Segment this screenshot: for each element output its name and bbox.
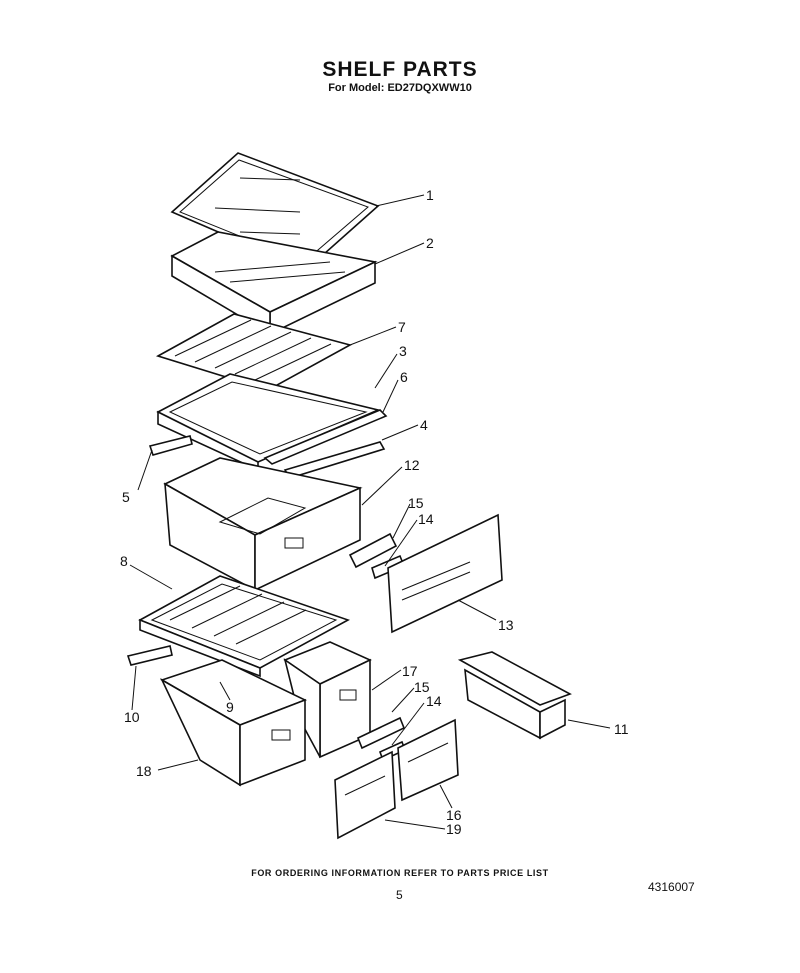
- callout-4: 4: [420, 417, 428, 433]
- shelf-frame-part: [170, 231, 378, 336]
- callout-19: 19: [446, 821, 462, 837]
- callout-1: 1: [426, 187, 434, 203]
- left-lower-pan-part: [160, 659, 308, 787]
- model-subtitle: For Model: ED27DQXWW10: [328, 82, 472, 94]
- callout-3: 3: [399, 343, 407, 359]
- dairy-bin-part: [457, 651, 572, 740]
- page-number: 5: [396, 888, 403, 902]
- callout-11: 11: [614, 721, 629, 737]
- crisper-front-part: [348, 513, 503, 634]
- callout-14-upper: 14: [418, 511, 434, 527]
- callout-7: 7: [398, 319, 406, 335]
- glass-panel-part: [155, 313, 353, 391]
- callout-10: 10: [124, 709, 140, 725]
- callout-9: 9: [226, 699, 234, 715]
- callout-18: 18: [136, 763, 152, 779]
- callout-15-upper: 15: [408, 495, 424, 511]
- callout-13: 13: [498, 617, 514, 633]
- callout-6: 6: [400, 369, 408, 385]
- crisper-pan-part: [163, 457, 363, 592]
- callout-8: 8: [120, 553, 128, 569]
- ordering-information-note: FOR ORDERING INFORMATION REFER TO PARTS …: [251, 868, 549, 878]
- callout-5: 5: [122, 489, 130, 505]
- callout-leaders: [129, 194, 611, 830]
- lower-shelf-part: [138, 575, 350, 678]
- lower-front-part: [334, 716, 459, 840]
- callout-15-lower: 15: [414, 679, 430, 695]
- callout-17: 17: [402, 663, 418, 679]
- callout-16: 16: [446, 807, 462, 823]
- page-title: SHELF PARTS: [322, 58, 478, 81]
- callout-14-lower: 14: [426, 693, 442, 709]
- callout-12: 12: [404, 457, 420, 473]
- callout-2: 2: [426, 235, 434, 251]
- document-number: 4316007: [648, 880, 695, 894]
